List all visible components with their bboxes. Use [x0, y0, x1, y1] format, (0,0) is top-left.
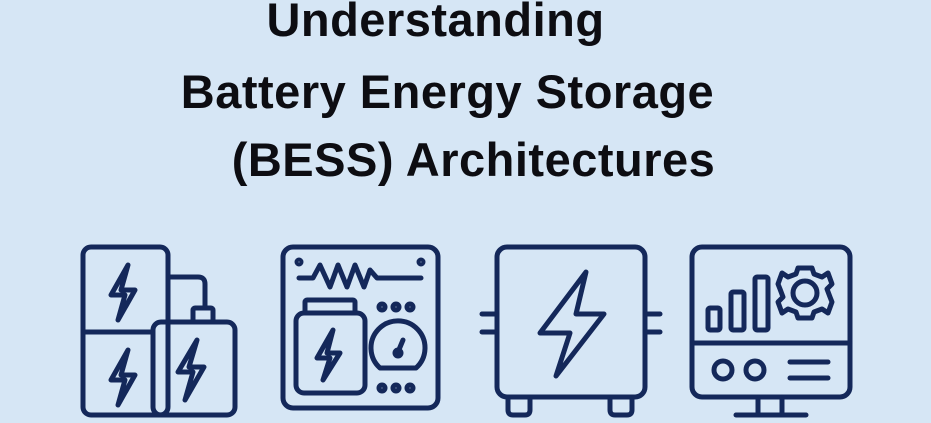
battery-control-panel-icon — [280, 244, 441, 411]
monitoring-display-icon — [689, 244, 853, 418]
title-line-1: Understanding — [266, 0, 605, 46]
power-cabinet-icon — [479, 244, 663, 418]
title-line-3: (BESS) Architectures — [231, 133, 716, 186]
battery-modules-icon — [80, 244, 238, 418]
title-line-2: Battery Energy Storage — [180, 65, 715, 118]
